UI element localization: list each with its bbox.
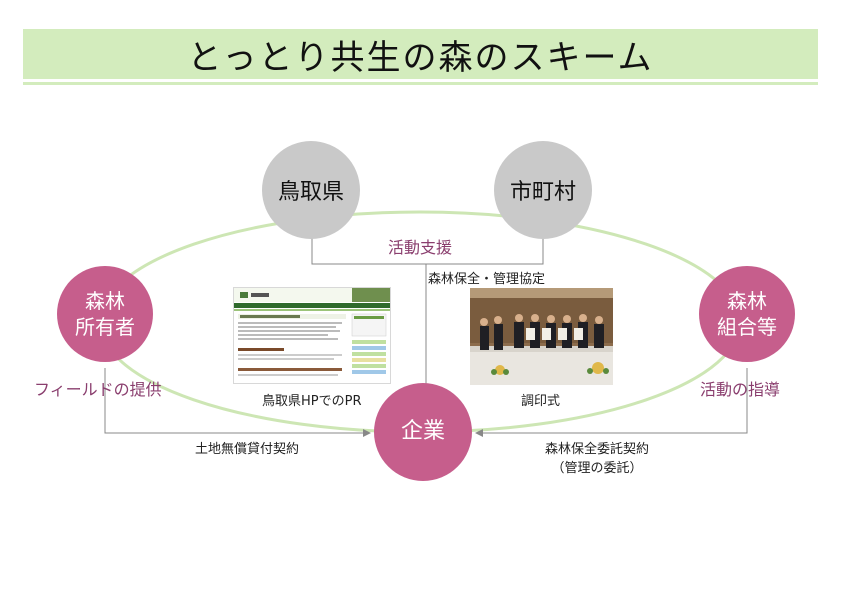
land-lease-arrow [104, 368, 371, 437]
company-node: 企業 [374, 383, 472, 481]
tottori-prefecture-label: 鳥取県 [277, 180, 344, 205]
hp-pr-caption: 鳥取県HPでのPR [262, 394, 362, 409]
forest-union-node: 森林 組合等 [699, 266, 795, 362]
agreement-label: 森林保全・管理協定 [428, 272, 546, 287]
forest-owner-label: 森林 所有者 [75, 289, 135, 339]
title-band: とっとり共生の森のスキーム [23, 29, 818, 79]
prefecture-website-thumbnail [233, 287, 391, 384]
forest-union-label: 森林 組合等 [717, 289, 777, 339]
forest-owner-node: 森林 所有者 [57, 266, 153, 362]
field-provision-label: フィールドの提供 [34, 380, 162, 399]
activity-guidance-label: 活動の指導 [700, 380, 781, 399]
land-lease-label: 土地無償貸付契約 [195, 442, 300, 457]
signing-caption: 調印式 [521, 394, 561, 409]
municipality-node: 市町村 [494, 141, 592, 239]
forest-contract-label: 森林保全委託契約 （管理の委託） [532, 438, 662, 476]
company-label: 企業 [400, 418, 445, 444]
activity-support-label: 活動支援 [388, 238, 453, 257]
agreement-connector [311, 238, 544, 265]
forest-contract-arrow [475, 368, 748, 437]
page-title: とっとり共生の森のスキーム [187, 37, 654, 78]
title-underline [23, 82, 818, 85]
tottori-prefecture-node: 鳥取県 [262, 141, 360, 239]
signing-ceremony-photo [470, 288, 613, 385]
forest-contract-text: 森林保全委託契約 [544, 442, 649, 457]
municipality-label: 市町村 [509, 180, 576, 205]
management-note-text: （管理の委託） [551, 461, 643, 476]
